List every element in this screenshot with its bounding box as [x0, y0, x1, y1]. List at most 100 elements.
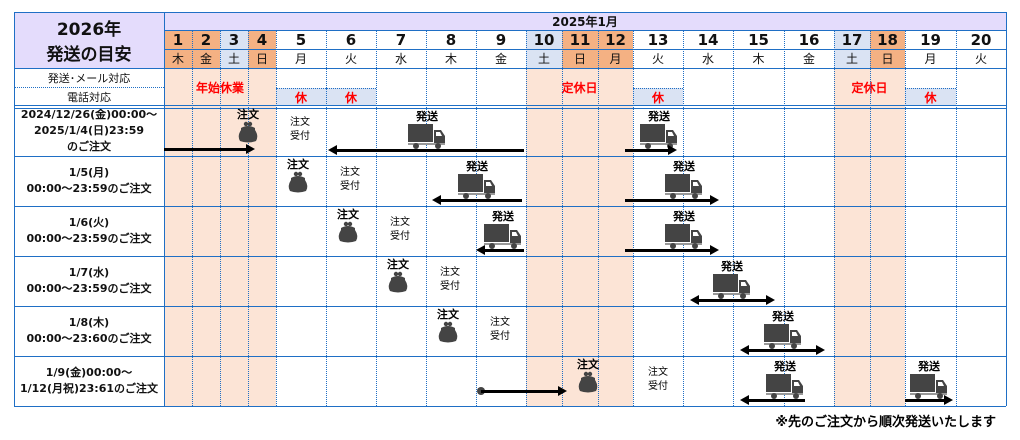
order-period-line: 1/12(月祝)23:61のご注文: [19, 382, 159, 395]
ship-label: 発送: [721, 260, 743, 273]
arrow-head-left: [328, 145, 337, 155]
weekday: 日: [870, 49, 905, 68]
arrow-line: [625, 249, 714, 252]
order-received-label: 注文受付: [440, 267, 460, 292]
day-number: 15: [733, 30, 784, 49]
divider: [14, 87, 164, 88]
ship-label: 発送: [648, 110, 670, 123]
order-period-line: 2024/12/26(金)00:00～: [20, 108, 158, 121]
truck-icon: [458, 174, 495, 199]
truck-icon: [458, 172, 496, 200]
column-divider: [598, 30, 599, 406]
order-period-line: 1/9(金)00:00～: [45, 366, 133, 379]
purse-icon: [236, 120, 260, 144]
closed-shade: [834, 68, 905, 106]
border: [164, 12, 165, 406]
row-line: [14, 68, 1006, 69]
day-number: 8: [426, 30, 476, 49]
day-number: 1: [164, 30, 192, 49]
order-period-line: 1/8(木): [68, 316, 110, 329]
title-year: 2026年: [56, 20, 122, 40]
order-received-label: 注文受付: [490, 317, 510, 342]
arrow-line: [744, 349, 820, 352]
arrow-head-left: [476, 245, 485, 255]
purse-icon: [578, 371, 598, 393]
arrow-head-left: [740, 395, 749, 405]
row-line: [14, 406, 1006, 407]
arrow-line: [625, 149, 672, 152]
order-received-label: 注文受付: [340, 167, 360, 192]
truck-icon: [766, 372, 804, 400]
order-label: 注文: [437, 308, 459, 321]
day-number: 3: [220, 30, 248, 49]
truck-icon: [665, 222, 703, 250]
day-number: 18: [870, 30, 905, 49]
order-period-label: 1/5(月)00:00～23:59のご注文: [14, 156, 164, 206]
purse-icon: [288, 171, 308, 193]
day-number: 20: [956, 30, 1006, 49]
order-period-line: 1/7(水): [68, 266, 110, 279]
purse-icon: [338, 221, 358, 243]
order-period-line: 00:00～23:59のご注文: [26, 232, 152, 245]
phone-closed-badge: 休: [326, 88, 376, 106]
weekday: 火: [956, 49, 1006, 68]
order-period-line: 1/6(火): [68, 216, 110, 229]
column-divider: [248, 30, 249, 406]
weekday: 月: [905, 49, 956, 68]
weekday: 水: [376, 49, 426, 68]
day-number: 2: [192, 30, 220, 49]
arrow-head-right: [246, 144, 255, 154]
arrow-head-left: [690, 295, 699, 305]
row-line: [14, 356, 1006, 357]
purse-icon: [238, 121, 258, 143]
column-divider: [784, 30, 785, 406]
service-label-shipping-mail: 発送･メール対応: [47, 71, 131, 85]
order-label: 注文: [577, 358, 599, 371]
ship-label: 発送: [492, 210, 514, 223]
day-number: 19: [905, 30, 956, 49]
order-period-line: 00:00～23:60のご注文: [26, 332, 152, 345]
column-divider: [956, 30, 957, 406]
column-divider: [526, 30, 527, 406]
arrow-line: [480, 249, 524, 252]
order-period-line: 1/5(月): [68, 166, 110, 179]
day-number: 13: [633, 30, 683, 49]
arrow-head-right: [816, 345, 825, 355]
order-period-label: 1/9(金)00:00～ 1/12(月祝)23:61のご注文: [14, 356, 164, 406]
truck-icon: [764, 324, 801, 349]
truck-icon: [484, 224, 521, 249]
arrow-head-right: [558, 386, 567, 396]
day-number: 12: [598, 30, 633, 49]
row-line: [14, 206, 1006, 207]
title-subtitle: 発送の目安: [46, 45, 132, 65]
arrow-head-left: [432, 195, 441, 205]
order-period-label: 1/6(火) 00:00～23:59のご注文: [14, 206, 164, 256]
weekday: 日: [562, 49, 598, 68]
truck-icon: [713, 274, 750, 299]
closed-shade: [526, 68, 633, 106]
day-number: 10: [526, 30, 562, 49]
column-divider: [276, 30, 277, 406]
order-period-label: 1/8(木) 00:00～23:60のご注文: [14, 306, 164, 356]
border: [14, 12, 15, 406]
row-line: [14, 256, 1006, 257]
weekday: 金: [476, 49, 526, 68]
column-divider: [870, 30, 871, 406]
purse-icon: [386, 270, 410, 294]
footnote: ※先のご注文から順次発送いたします: [775, 415, 996, 430]
day-number: 5: [276, 30, 326, 49]
ship-label: 発送: [673, 210, 695, 223]
truck-icon: [910, 374, 947, 399]
ship-label: 発送: [673, 160, 695, 173]
truck-icon: [665, 224, 702, 249]
column-divider: [633, 30, 634, 406]
column-divider: [376, 30, 377, 406]
arrow-line: [744, 399, 805, 402]
row-line: [14, 105, 1006, 106]
border: [1006, 12, 1007, 406]
service-label-phone: 電話対応: [67, 91, 111, 104]
ship-label: 発送: [772, 310, 794, 323]
order-label: 注文: [337, 208, 359, 221]
truck-icon: [408, 124, 445, 149]
